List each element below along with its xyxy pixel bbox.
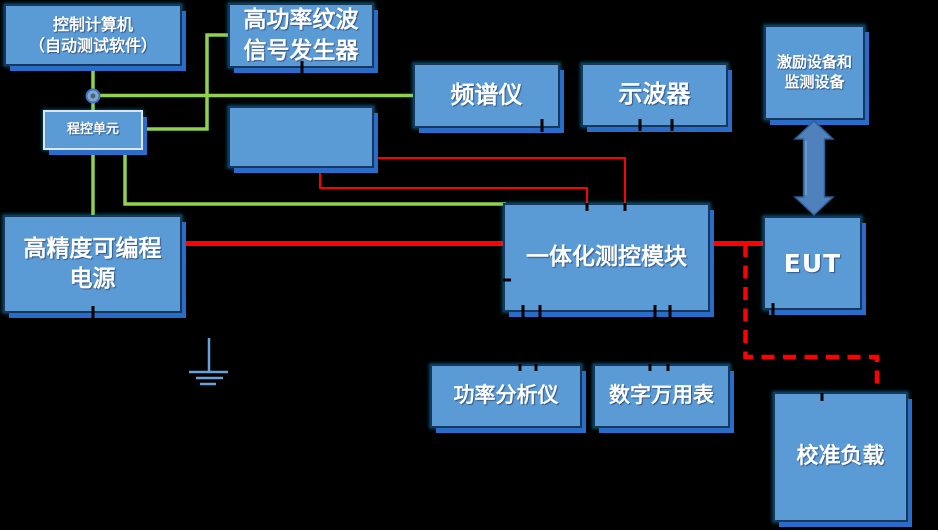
- node-coupling-transformer: [228, 106, 374, 168]
- node-label: 校准负载: [796, 444, 885, 470]
- node-label: 控制计算机 （自动测试软件）: [28, 14, 157, 55]
- node-label: 数字万用表: [609, 383, 714, 408]
- node-label: 程控单元: [66, 122, 119, 138]
- node-ripple-generator: 高功率纹波 信号发生器: [228, 3, 374, 68]
- node-label: 功率分析仪: [453, 383, 559, 408]
- junction-dot-icon: [85, 88, 101, 104]
- node-control-computer: 控制计算机 （自动测试软件）: [4, 4, 182, 66]
- ground-icon: [189, 338, 228, 386]
- updown-arrow-icon: [793, 119, 835, 217]
- node-integrated-module: 一体化测控模块: [503, 203, 710, 312]
- node-label: 高功率纹波 信号发生器: [243, 7, 359, 64]
- node-excitation-monitoring: 激励设备和 监测设备: [764, 25, 865, 120]
- node-oscilloscope: 示波器: [581, 63, 728, 127]
- black-connector-stubs: [91, 61, 824, 401]
- node-label: 一体化测控模块: [526, 244, 687, 271]
- node-digital-multimeter: 数字万用表: [593, 364, 730, 428]
- node-power-analyzer: 功率分析仪: [430, 364, 582, 428]
- node-spectrum-analyzer: 频谱仪: [413, 63, 560, 128]
- red-dashed-calibration-line: [743, 244, 880, 390]
- node-program-control-unit: 程控单元: [43, 110, 143, 150]
- node-label: 高精度可编程 电源: [23, 235, 162, 292]
- node-label: EUT: [783, 248, 842, 278]
- node-label: 激励设备和 监测设备: [776, 52, 852, 91]
- red-signal-lines: [319, 157, 626, 205]
- node-calibration-load: 校准负载: [773, 392, 908, 522]
- green-control-lines: [91, 33, 506, 218]
- node-label: 频谱仪: [450, 80, 523, 109]
- node-eut: EUT: [763, 216, 862, 310]
- node-label: 示波器: [618, 80, 691, 109]
